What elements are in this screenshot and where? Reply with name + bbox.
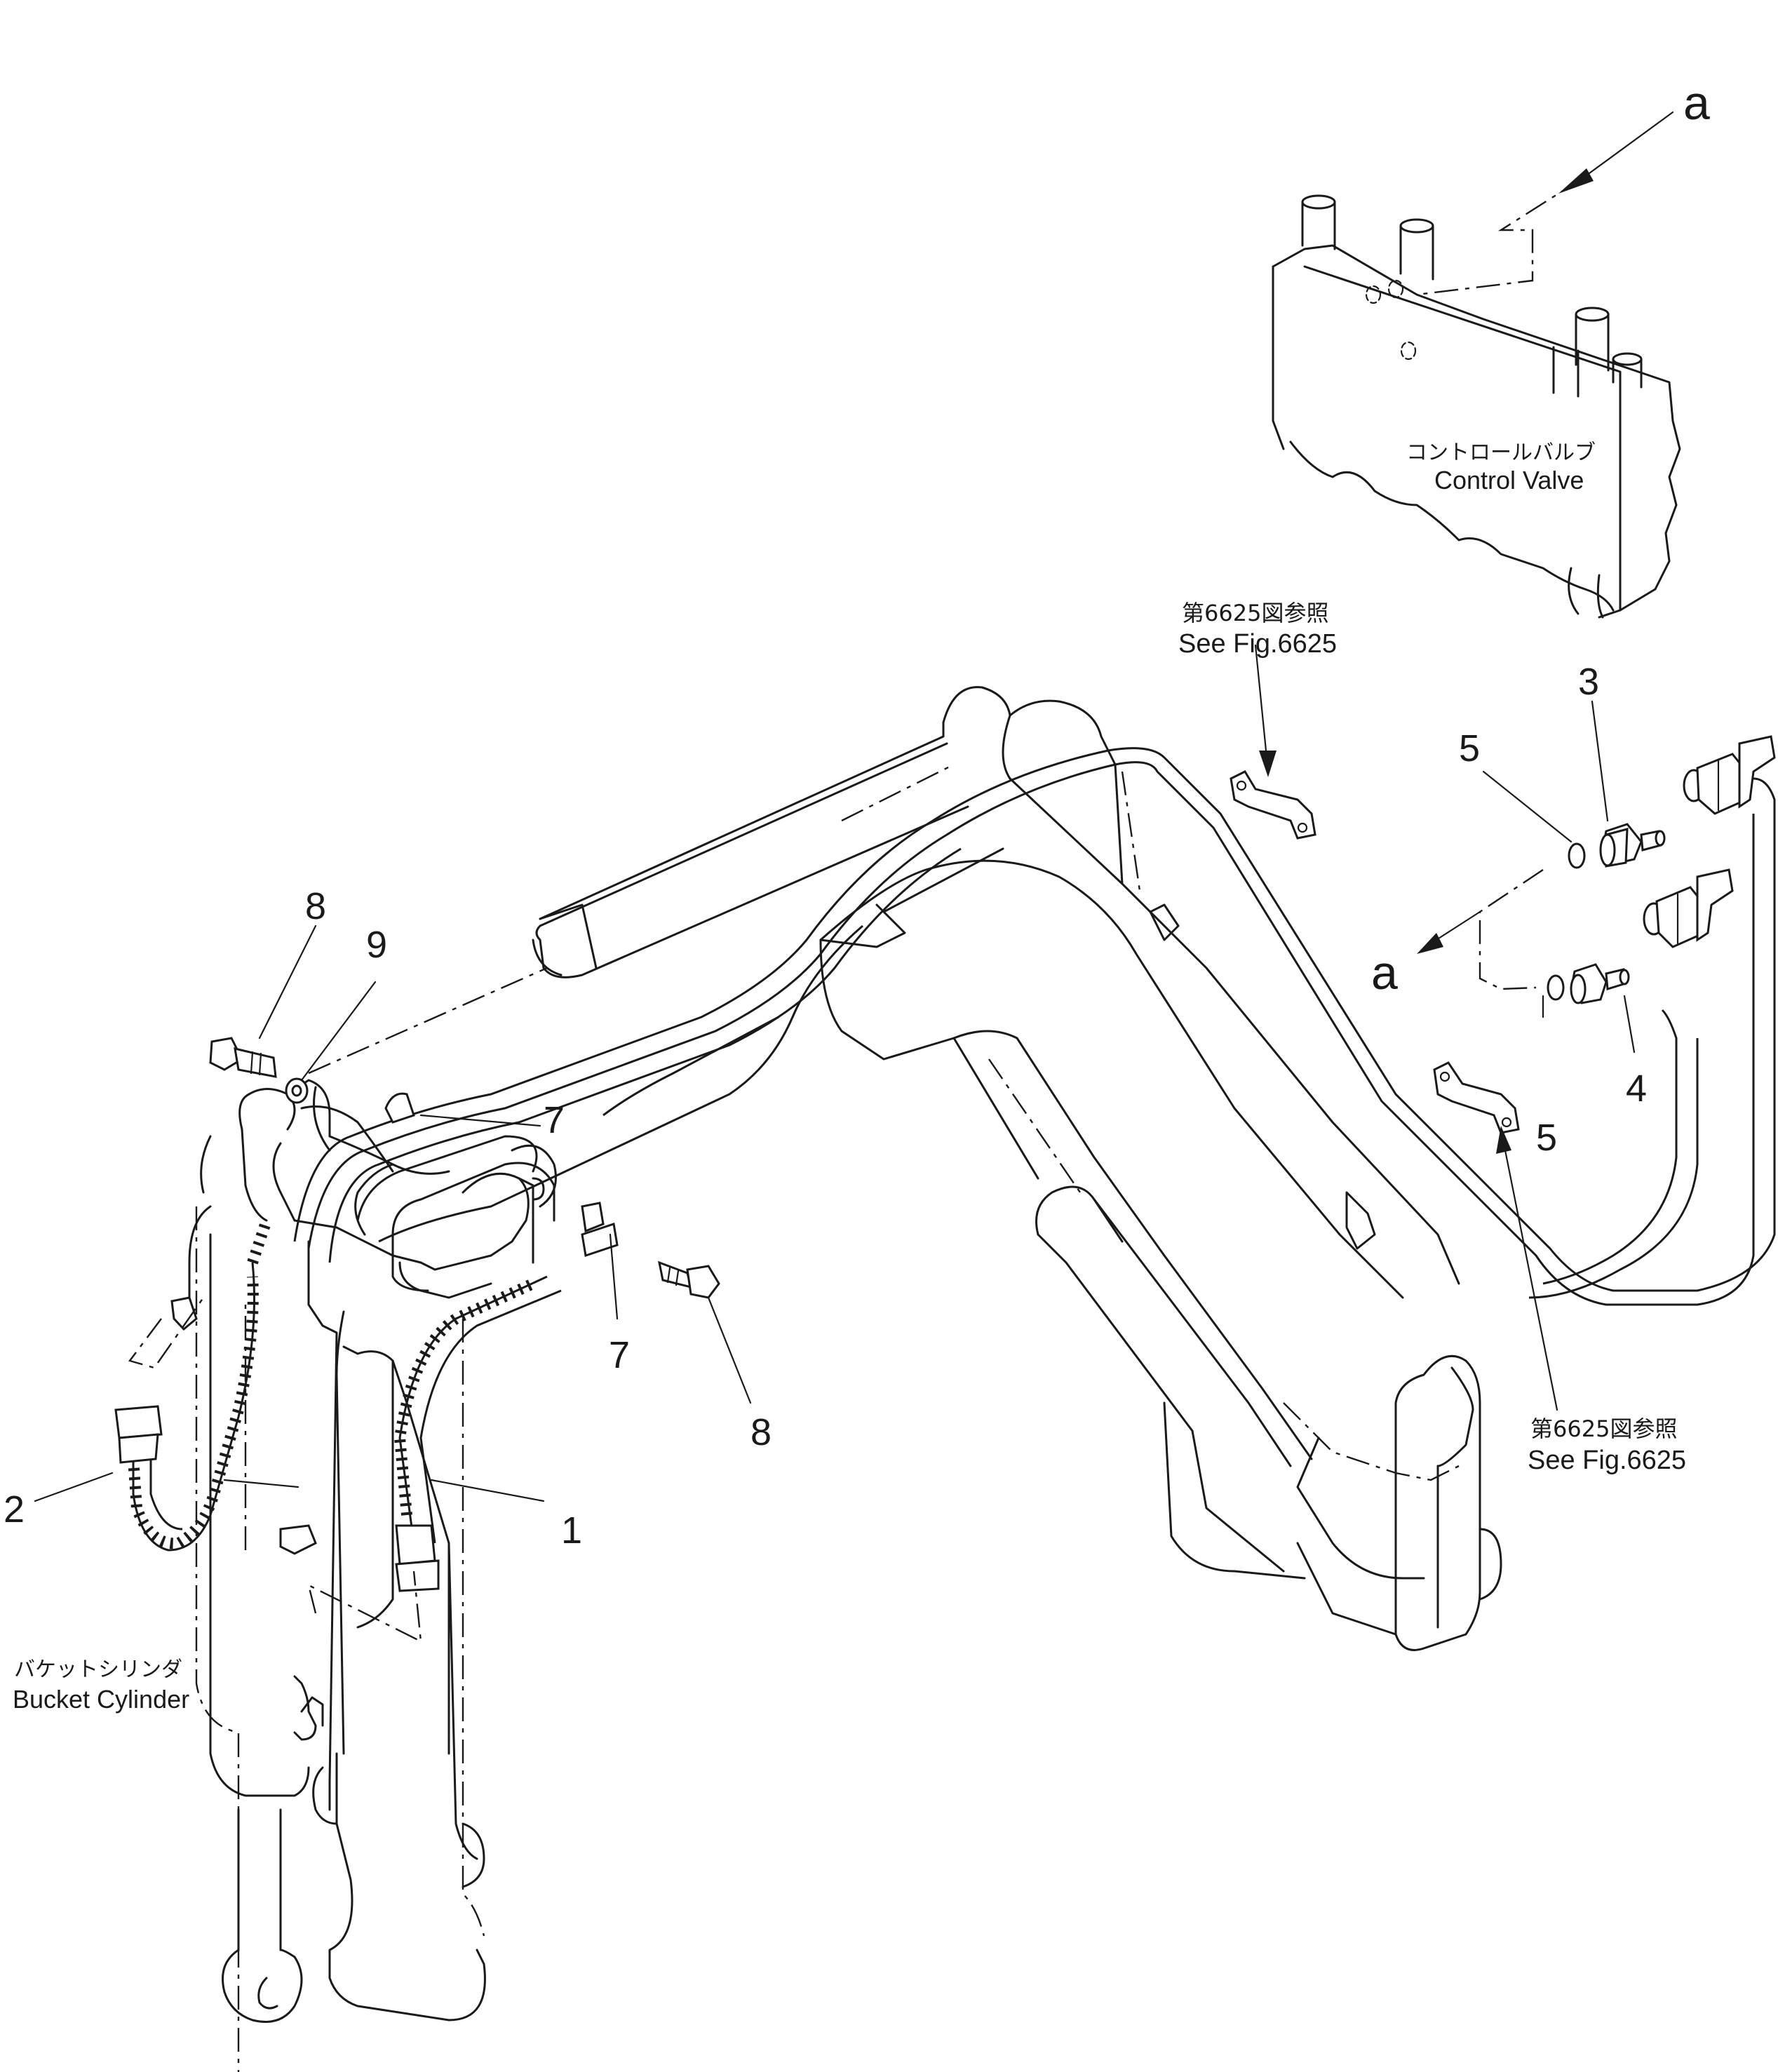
see-fig-bottom-label-jp: 第6625図参照: [1530, 1415, 1677, 1442]
elbow-fitting-top: [1683, 735, 1776, 815]
callout-7-bottom: 7: [609, 1334, 630, 1376]
callout-leaders: [34, 644, 1636, 1643]
callout-7-top: 7: [544, 1099, 565, 1141]
bucket-cylinder-fittings: [170, 1296, 317, 1555]
callout-2: 2: [4, 1488, 25, 1531]
see-fig-top-arrowhead: [1259, 751, 1277, 777]
arm-cylinder-drawing: [308, 742, 969, 1075]
ref-a-bottom-arrowhead: [1417, 933, 1443, 954]
callout-1: 1: [561, 1509, 582, 1552]
callout-8-top: 8: [305, 885, 326, 927]
elbow-fitting-bottom: [1643, 868, 1734, 948]
bucket-cylinder-label-jp: バケットシリンダ: [14, 1657, 182, 1682]
control-valve-label-jp: コントロールバルブ: [1406, 440, 1596, 465]
bucket-cylinder-label-en: Bucket Cylinder: [13, 1685, 189, 1714]
see-fig-bottom-label-en: See Fig.6625: [1528, 1446, 1686, 1475]
hose-1: [393, 1275, 562, 1592]
see-fig-top-label-en: See Fig.6625: [1178, 629, 1337, 659]
control-valve-drawing: [1272, 194, 1681, 619]
see-fig-bottom-arrowhead: [1496, 1126, 1511, 1154]
boom-hoses: [293, 747, 1776, 1306]
bolt-8-top: [209, 1037, 277, 1078]
ref-a-bottom-phantom: [1479, 869, 1544, 990]
callout-5-bottom: 5: [1536, 1117, 1557, 1159]
bracket-top: [1230, 770, 1316, 840]
bracket-bottom: [1433, 1061, 1520, 1134]
o-ring-5-top: [1568, 842, 1586, 869]
clip-7-bottom: [581, 1202, 619, 1257]
ref-a-top-leader: [1580, 111, 1674, 180]
hose-2: [114, 1218, 272, 1552]
washer-9: [285, 1077, 309, 1104]
callout-3: 3: [1578, 661, 1599, 703]
ref-letter-a-bottom: a: [1371, 946, 1398, 1000]
o-ring-5-bottom: [1547, 974, 1565, 1001]
callout-9: 9: [366, 924, 387, 966]
adapter-3: [1599, 823, 1666, 868]
clip-7-top: [384, 1092, 415, 1124]
see-fig-top-label-jp: 第6625図参照: [1182, 600, 1328, 626]
bolt-8-bottom: [657, 1260, 720, 1299]
callout-5-top: 5: [1459, 727, 1480, 769]
ref-letter-a-top: a: [1683, 76, 1710, 130]
ref-a-top-phantom: [1416, 177, 1582, 296]
adapter-4: [1570, 963, 1630, 1004]
pivot-housing-drawing: [300, 1105, 557, 1299]
control-valve-label-en: Control Valve: [1434, 466, 1584, 495]
boom-drawing: [539, 686, 1502, 1651]
arm-drawing: [188, 1079, 534, 2072]
callout-8-bottom: 8: [750, 1411, 772, 1453]
callout-4: 4: [1626, 1068, 1647, 1110]
